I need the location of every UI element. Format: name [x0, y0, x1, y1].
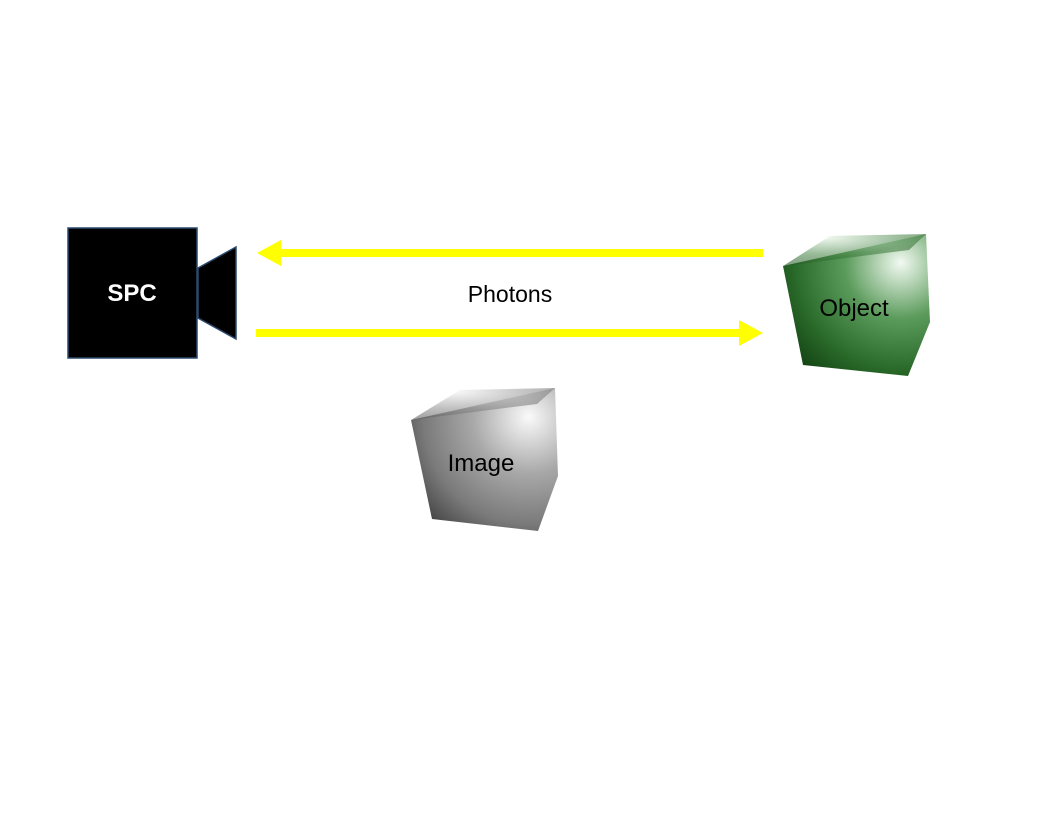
arrow-return-shaft: [278, 249, 763, 257]
arrow-emit-shaft: [256, 329, 741, 337]
camera-lens: [197, 245, 237, 341]
arrow-to-object: [256, 320, 763, 346]
arrow-return-head: [257, 240, 281, 266]
object-label: Object: [819, 295, 889, 322]
image-cube: Image: [411, 388, 558, 531]
arrow-return-to-camera: [257, 240, 763, 266]
photons-label: Photons: [468, 281, 552, 307]
object-cube: Object: [783, 234, 930, 376]
image-label: Image: [448, 450, 515, 477]
object-cube-top-edge: [783, 234, 926, 266]
image-cube-front: [411, 388, 558, 531]
camera-label: SPC: [107, 280, 156, 307]
camera: SPC: [67, 227, 237, 359]
arrow-emit-head: [739, 320, 763, 346]
object-cube-front: [783, 234, 930, 376]
photon-beams: Photons: [256, 240, 763, 346]
image-cube-top-edge: [411, 388, 555, 420]
camera-body: [67, 227, 198, 359]
